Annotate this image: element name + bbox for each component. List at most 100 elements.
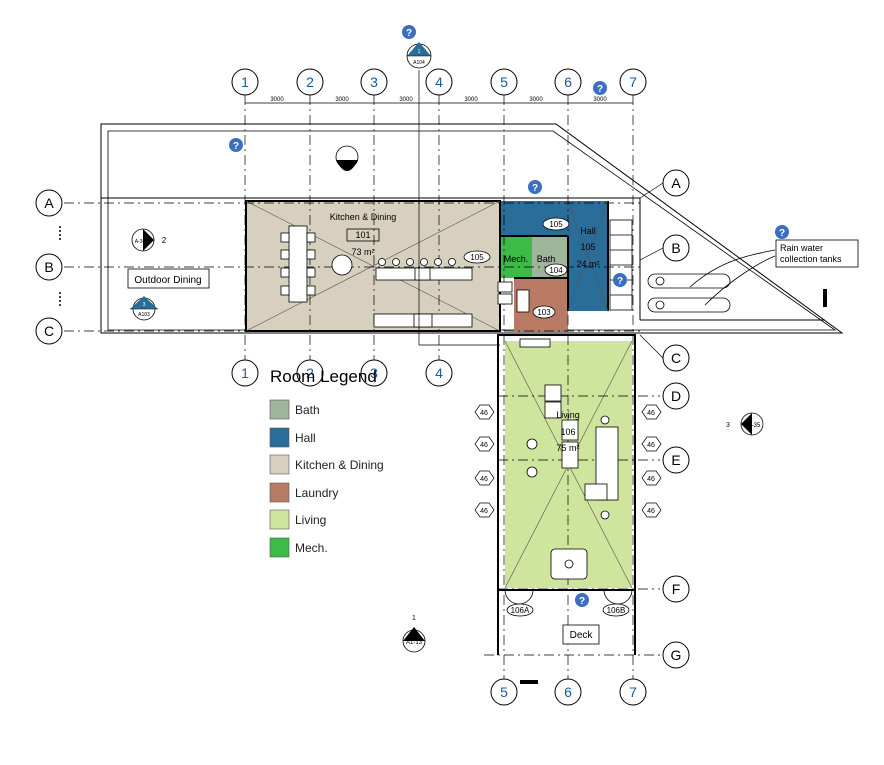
grid-bubble-2-top[interactable]: 2 xyxy=(296,68,324,96)
elevation-mark-bottom[interactable]: 1 A1-13 xyxy=(402,615,426,653)
window-tag[interactable]: 46 xyxy=(474,470,495,486)
grid-bubble-1-top[interactable]: 1 xyxy=(231,68,259,96)
svg-text:75 m²: 75 m² xyxy=(556,443,579,453)
svg-text:1: 1 xyxy=(418,49,421,55)
grid-bubble-E-right[interactable]: E xyxy=(662,446,690,474)
grid-bubble-6-bottom[interactable]: 6 xyxy=(554,678,582,706)
grid-bubble-4-mid[interactable]: 4 xyxy=(425,359,453,387)
hall-room-tag[interactable]: Hall 105 24 m² xyxy=(576,226,599,269)
svg-text:Kitchen & Dining: Kitchen & Dining xyxy=(330,212,397,222)
help-icon[interactable]: ? xyxy=(613,273,627,287)
svg-text:?: ? xyxy=(532,183,538,194)
door-tag-103[interactable]: 103 xyxy=(532,305,556,319)
grid-bubble-A-left[interactable]: A xyxy=(35,189,63,217)
svg-text:105: 105 xyxy=(470,253,484,262)
door-tag-106b[interactable]: 106B xyxy=(602,603,630,617)
svg-text:?: ? xyxy=(779,228,785,239)
svg-text:106B: 106B xyxy=(607,606,626,615)
legend-item-kitchen[interactable]: Kitchen & Dining xyxy=(269,454,384,475)
elevation-mark-kitchen[interactable] xyxy=(335,145,359,171)
svg-text:46: 46 xyxy=(480,476,488,483)
svg-text:46: 46 xyxy=(647,442,655,449)
grid-bubble-3-mid[interactable]: 3 xyxy=(360,359,388,387)
svg-text:1: 1 xyxy=(241,74,249,90)
room-legend: Room Legend Bath Hall Kitchen & Dining L… xyxy=(269,367,384,558)
svg-text:105: 105 xyxy=(549,220,563,229)
window-tag[interactable]: 46 xyxy=(641,404,662,420)
grid-bubble-B-right[interactable]: B xyxy=(662,234,690,262)
svg-text:A: A xyxy=(44,195,54,211)
help-icon[interactable]: ? xyxy=(402,25,416,39)
grid-bubble-G-right[interactable]: G xyxy=(662,641,690,669)
help-icon[interactable]: ? xyxy=(593,81,607,95)
legend-item-living[interactable]: Living xyxy=(269,509,326,530)
door-tag-104[interactable]: 104 xyxy=(544,263,568,277)
window-tag[interactable]: 46 xyxy=(641,470,662,486)
svg-text:73 m²: 73 m² xyxy=(351,247,374,257)
window-tag[interactable]: 46 xyxy=(474,404,495,420)
door-tag-105[interactable]: 105 xyxy=(542,217,570,231)
svg-text:B: B xyxy=(44,259,53,275)
grid-bubble-7-bottom[interactable]: 7 xyxy=(619,678,647,706)
kitchen-room-tag[interactable]: Kitchen & Dining 101 73 m² xyxy=(330,212,397,257)
svg-text:Hall: Hall xyxy=(295,431,316,445)
grid-bubble-5-bottom[interactable]: 5 xyxy=(490,678,518,706)
svg-text:C: C xyxy=(44,323,54,339)
window-tags: 46 46 46 46 46 46 46 46 xyxy=(474,404,662,518)
grid-bubble-1-mid[interactable]: 1 xyxy=(231,359,259,387)
svg-text:3: 3 xyxy=(726,422,730,429)
legend-item-mech[interactable]: Mech. xyxy=(269,537,328,558)
door-tag-105-b[interactable]: 105 xyxy=(463,250,491,264)
section-mark-top[interactable]: 1 A104 xyxy=(406,42,500,346)
svg-text:D: D xyxy=(671,388,681,404)
door-tag-106a[interactable]: 106A xyxy=(506,603,534,617)
mech-label: Mech. xyxy=(504,254,529,264)
elevation-mark-left[interactable]: A-34 2 xyxy=(131,228,167,252)
deck-label[interactable]: Deck xyxy=(562,624,600,645)
svg-text:E: E xyxy=(671,452,680,468)
svg-text:2: 2 xyxy=(306,365,314,381)
grid-bubble-7-top[interactable]: 7 xyxy=(619,68,647,96)
legend-item-hall[interactable]: Hall xyxy=(269,427,316,448)
window-tag[interactable]: 46 xyxy=(641,436,662,452)
window-tag[interactable]: 46 xyxy=(474,436,495,452)
legend-item-laundry[interactable]: Laundry xyxy=(269,482,338,503)
window-tag[interactable]: 46 xyxy=(474,502,495,518)
grid-bubble-3-top[interactable]: 3 xyxy=(360,68,388,96)
grid-bubble-4-top[interactable]: 4 xyxy=(425,68,453,96)
elevation-mark-right[interactable]: 3 A-35 xyxy=(726,412,764,436)
bottom-marker xyxy=(520,680,538,684)
svg-text:Bath: Bath xyxy=(295,403,320,417)
grid-bubble-6-top[interactable]: 6 xyxy=(554,68,582,96)
help-icon[interactable]: ? xyxy=(775,225,789,239)
window-tag[interactable]: 46 xyxy=(641,502,662,518)
help-icon[interactable]: ? xyxy=(229,138,243,152)
grid-bubble-F-right[interactable]: F xyxy=(662,575,690,603)
grid-bubble-5-top[interactable]: 5 xyxy=(490,68,518,96)
section-mark-left[interactable]: 3 A103 xyxy=(130,296,158,321)
site-marker xyxy=(823,289,827,307)
svg-text:Living: Living xyxy=(295,513,326,527)
svg-text:2: 2 xyxy=(162,236,167,245)
outdoor-dining-label[interactable]: Outdoor Dining xyxy=(127,268,210,289)
grid-bubble-C-right[interactable]: C xyxy=(662,344,690,372)
living-room-tag[interactable]: Living 106 75 m² xyxy=(556,410,580,453)
help-icon[interactable]: ? xyxy=(528,180,542,194)
grid-bubble-A-right[interactable]: A xyxy=(662,169,690,197)
grid-bubble-B-left[interactable]: B xyxy=(35,253,63,281)
room-mech-fill[interactable] xyxy=(500,236,532,278)
grid-bubble-C-left[interactable]: C xyxy=(35,317,63,345)
grid-bubble-D-right[interactable]: D xyxy=(662,382,690,410)
svg-text:3: 3 xyxy=(370,74,378,90)
svg-text:Mech.: Mech. xyxy=(295,541,328,555)
svg-text:46: 46 xyxy=(647,508,655,515)
svg-text:46: 46 xyxy=(480,410,488,417)
svg-text:Outdoor Dining: Outdoor Dining xyxy=(134,275,201,286)
legend-item-bath[interactable]: Bath xyxy=(269,399,320,420)
svg-text:104: 104 xyxy=(549,266,563,275)
svg-text:103: 103 xyxy=(537,308,551,317)
grid-bubble-2-mid[interactable]: 2 xyxy=(296,359,324,387)
help-icon[interactable]: ? xyxy=(575,593,589,607)
svg-text:Deck: Deck xyxy=(570,630,594,641)
rain-water-label[interactable]: Rain water collection tanks xyxy=(775,239,859,268)
